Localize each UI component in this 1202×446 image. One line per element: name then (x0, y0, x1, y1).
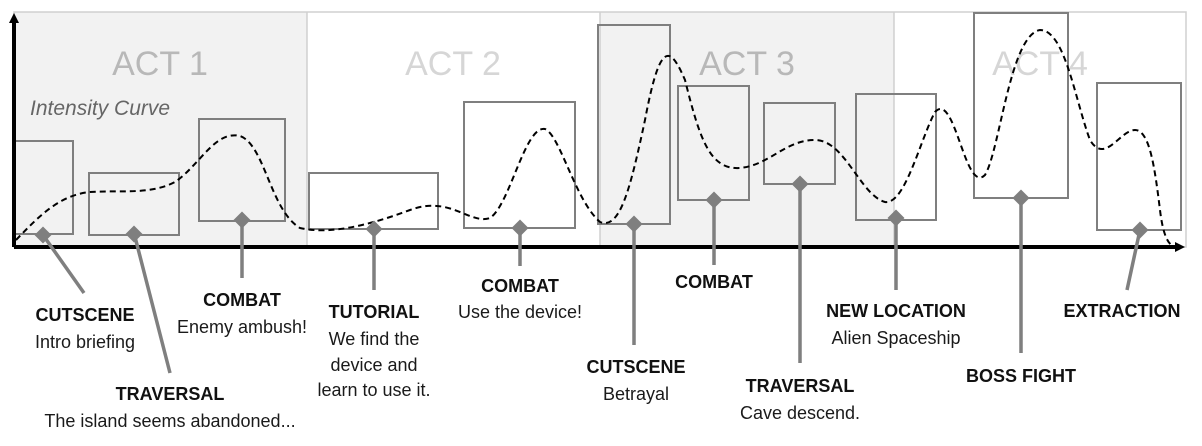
marker-diamond (625, 215, 643, 233)
connector-cutscene-intro (41, 233, 86, 295)
event-desc: The island seems abandoned... (44, 411, 295, 431)
connector-traversal-island (132, 232, 172, 374)
act-3-panel (600, 12, 894, 247)
act-1-label: ACT 1 (112, 45, 208, 83)
event-desc: Alien Spaceship (831, 328, 960, 348)
event-title: COMBAT (675, 272, 753, 292)
event-title: TRAVERSAL (746, 376, 855, 396)
event-labels: CUTSCENE Intro briefing TRAVERSAL The is… (35, 272, 1181, 431)
event-desc: learn to use it. (317, 380, 430, 400)
marker-diamond (233, 211, 251, 229)
act-panels (13, 11, 1187, 248)
event-title: NEW LOCATION (826, 301, 966, 321)
marker-diamond (791, 175, 809, 193)
act-2-panel (307, 12, 600, 247)
event-title: TRAVERSAL (116, 384, 225, 404)
event-desc: We find the (329, 329, 420, 349)
act-1-panel (14, 12, 307, 247)
event-title: CUTSCENE (35, 305, 134, 325)
marker-diamond (365, 220, 383, 238)
act-3-label: ACT 3 (699, 45, 795, 83)
act-4-label: ACT 4 (992, 45, 1088, 83)
event-desc: Cave descend. (740, 403, 860, 423)
event-title: COMBAT (203, 290, 281, 310)
event-title: BOSS FIGHT (966, 366, 1076, 386)
event-desc: Betrayal (603, 384, 669, 404)
event-desc: device and (330, 355, 417, 375)
marker-diamond (511, 219, 529, 237)
event-title: EXTRACTION (1064, 301, 1181, 321)
connector-extraction (1125, 229, 1142, 291)
act-2-label: ACT 2 (405, 45, 501, 83)
event-title: COMBAT (481, 276, 559, 296)
event-desc: Intro briefing (35, 332, 135, 352)
marker-diamond (887, 209, 905, 227)
marker-diamond (705, 191, 723, 209)
event-desc: Use the device! (458, 302, 582, 322)
intensity-curve-label: Intensity Curve (30, 97, 170, 120)
event-desc: Enemy ambush! (177, 317, 307, 337)
event-title: TUTORIAL (329, 302, 420, 322)
connectors (41, 184, 1142, 374)
event-title: CUTSCENE (586, 357, 685, 377)
intensity-curve (15, 28, 1176, 248)
